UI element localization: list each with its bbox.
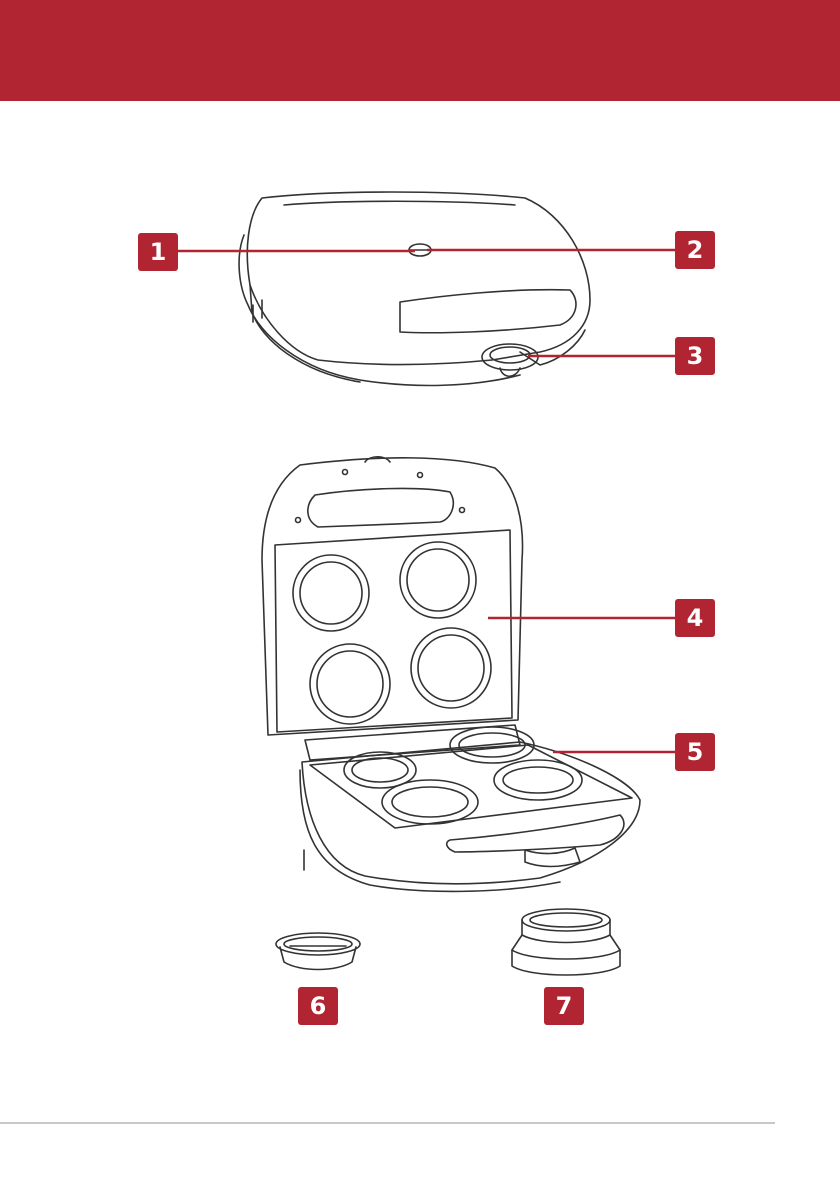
- callout-number: 2: [687, 236, 704, 264]
- callout-badge-4: 4: [675, 599, 715, 637]
- callout-number: 5: [687, 738, 704, 766]
- callout-badge-7: 7: [544, 987, 584, 1025]
- callout-leader-lines: [178, 250, 675, 752]
- callout-badge-2: 2: [675, 231, 715, 269]
- callout-number: 7: [556, 992, 573, 1020]
- open-pie-maker-illustration: [262, 457, 640, 892]
- callout-number: 3: [687, 342, 704, 370]
- callout-badge-5: 5: [675, 733, 715, 771]
- footer-rule: [0, 1122, 775, 1124]
- callout-number: 6: [310, 992, 327, 1020]
- callout-number: 4: [687, 604, 704, 632]
- callout-badge-6: 6: [298, 987, 338, 1025]
- callout-badge-1: 1: [138, 233, 178, 271]
- callout-number: 1: [150, 238, 167, 266]
- pastry-cutter-small-illustration: [276, 933, 360, 970]
- callout-badge-3: 3: [675, 337, 715, 375]
- pastry-press-large-illustration: [512, 909, 620, 975]
